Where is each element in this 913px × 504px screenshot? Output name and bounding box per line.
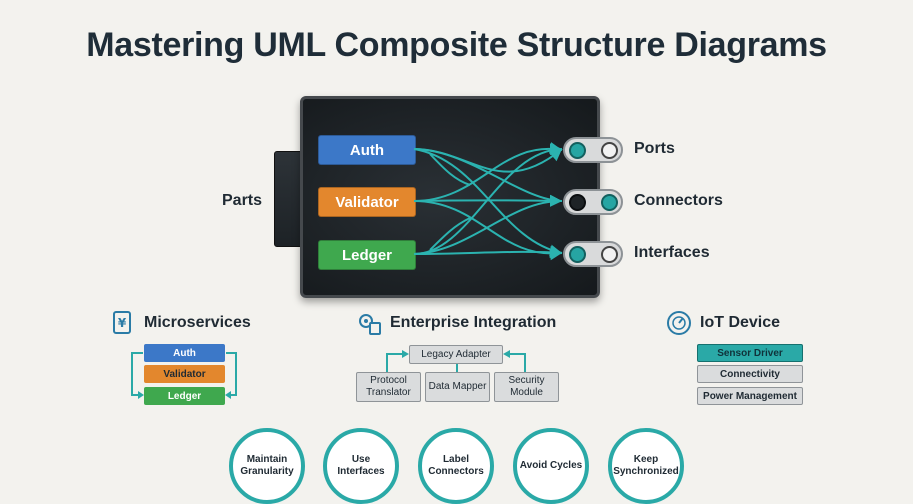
iot-heading: IoT Device bbox=[666, 310, 780, 336]
parts-label: Parts bbox=[222, 192, 263, 209]
gauge-icon bbox=[667, 311, 691, 335]
connector-node[interactable] bbox=[563, 189, 623, 215]
iot-sensor-driver[interactable]: Sensor Driver bbox=[697, 344, 803, 362]
iot-connectivity[interactable]: Connectivity bbox=[697, 365, 803, 383]
legacy-adapter-node[interactable]: Legacy Adapter bbox=[409, 345, 503, 364]
protocol-translator-node[interactable]: Protocol Translator bbox=[356, 372, 421, 402]
enterprise-title: Enterprise Integration bbox=[390, 314, 557, 331]
principle-label-connectors: Label Connectors bbox=[418, 428, 494, 504]
port-open-icon bbox=[601, 142, 618, 159]
svg-text:¥: ¥ bbox=[118, 316, 127, 330]
microservice-validator[interactable]: Validator bbox=[144, 365, 225, 383]
connector-teal-icon bbox=[601, 194, 618, 211]
yen-document-icon: ¥ bbox=[113, 311, 131, 334]
page-title: Mastering UML Composite Structure Diagra… bbox=[86, 26, 827, 64]
iot-title: IoT Device bbox=[700, 314, 781, 331]
data-mapper-node[interactable]: Data Mapper bbox=[425, 372, 490, 402]
part-ledger[interactable]: Ledger bbox=[318, 240, 416, 270]
interfaces-label: Interfaces bbox=[634, 244, 710, 261]
microservice-ledger[interactable]: Ledger bbox=[144, 387, 225, 405]
principle-keep-synchronized: Keep Synchronized bbox=[608, 428, 684, 504]
principle-avoid-cycles: Avoid Cycles bbox=[513, 428, 589, 504]
gear-document-icon bbox=[359, 314, 381, 335]
part-auth[interactable]: Auth bbox=[318, 135, 416, 165]
iot-power-management[interactable]: Power Management bbox=[697, 387, 803, 405]
connectors-label: Connectors bbox=[634, 192, 723, 209]
ports-label: Ports bbox=[634, 140, 675, 157]
interface-teal-icon bbox=[569, 246, 586, 263]
port-node[interactable] bbox=[563, 137, 623, 163]
interface-open-icon bbox=[601, 246, 618, 263]
interface-node[interactable] bbox=[563, 241, 623, 267]
connector-dark-icon bbox=[569, 194, 586, 211]
microservice-auth[interactable]: Auth bbox=[144, 344, 225, 362]
security-module-node[interactable]: Security Module bbox=[494, 372, 559, 402]
microservices-heading: ¥ Microservices bbox=[110, 310, 251, 336]
principle-use-interfaces: Use Interfaces bbox=[323, 428, 399, 504]
enterprise-heading: Enterprise Integration bbox=[356, 310, 556, 336]
port-teal-icon bbox=[569, 142, 586, 159]
principle-maintain-granularity: Maintain Granularity bbox=[229, 428, 305, 504]
microservices-title: Microservices bbox=[144, 314, 251, 331]
